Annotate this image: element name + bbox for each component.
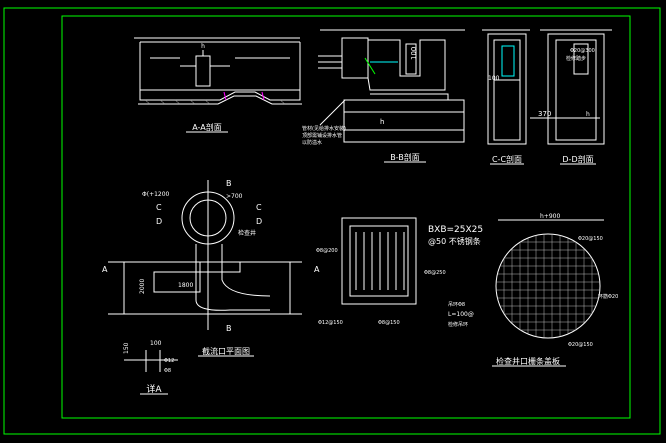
plan-label-a-left: A [102,265,108,274]
cover-dim-h900: h+900 [540,213,560,220]
plan-label-b-bottom: B [226,324,232,333]
drawing-frame-outer [3,7,661,435]
plan-gate-label: 检查井 [238,229,256,237]
detail-a: 100 150 Φ12 Φ8 详A [123,340,178,395]
cover-plate: h+900 Φ20@150 Φ20@150 环筋Φ20 吊环Φ8 L=100@ … [448,213,618,367]
plan-label-c-left: C [156,203,162,212]
grate-rebar-3: Φ12@150 [318,320,343,326]
cc-title: C-C剖面 [492,154,522,164]
detail-phi12: Φ12 [164,358,174,364]
plan-label-d-left: D [156,217,162,226]
drawing-frame-inner [61,15,631,419]
bb-note-2: 顶部需铺设排水管 [302,132,342,139]
section-dd: Φ20@300 检修踏步 370 h D-D剖面 [530,29,612,165]
plan-dim-1800: 1800 [178,282,193,289]
dd-dim-h: h [586,111,590,118]
bb-dim-h: h [380,118,384,126]
bb-title: B-B剖面 [390,152,420,162]
plan-label-c-right: C [256,203,262,212]
cc-dim-100: 100 [488,75,500,82]
grate-rebar-1: Φ8@200 [316,248,338,254]
cover-title: 检查井口栅条盖板 [496,356,560,366]
detail-phi8: Φ8 [164,368,171,374]
grate-spec: BXB=25X25 [428,225,483,235]
bb-note-1: 管材(见给排水安装) [302,125,346,132]
section-cc: 100 C-C剖面 [482,29,530,165]
plan-dim-2000: 2000 [139,279,146,294]
dd-rebar: Φ20@300 [570,48,595,54]
dd-title: D-D剖面 [562,154,593,164]
bb-dim-100: 100 [410,47,418,60]
aa-dim-h: h [201,43,205,50]
plan-label-a-right: A [314,265,320,274]
grate-rebar-2: Φ8@250 [424,270,446,276]
plan-view: B B A A C D C D Φ(+1200 >700 检查井 1800 20… [102,179,320,357]
detail-title: 详A [146,383,162,395]
cover-ring: 环筋Φ20 [598,293,618,300]
section-bb: 100 h 管材(见给排水安装) 顶部需铺设排水管 以防溢水 B-B剖面 [302,29,465,163]
dd-dim-370: 370 [538,110,551,118]
plan-title: 截流口平面图 [202,346,250,356]
aa-title: A-A剖面 [192,122,221,132]
cover-rebar-1: Φ20@150 [578,236,603,242]
detail-dim-150: 150 [123,342,130,354]
plan-dim-1200: Φ(+1200 [142,191,170,198]
grate-bar: @50 不锈钢条 [428,236,481,246]
cover-rebar-2: Φ20@150 [568,342,593,348]
section-aa: h A-A剖面 [134,37,302,133]
cover-note-3: 检修吊环 [448,321,468,328]
cover-note-2: L=100@ [448,311,474,318]
grate-plan: BXB=25X25 @50 不锈钢条 Φ8@200 Φ8@250 Φ12@150… [316,217,483,326]
cover-note-1: 吊环Φ8 [448,302,465,308]
bb-note-3: 以防溢水 [302,139,322,146]
plan-dim-700: >700 [226,193,243,200]
plan-label-d-right: D [256,217,262,226]
dd-note: 检修踏步 [566,55,586,62]
plan-label-b-top: B [226,179,232,188]
grate-rebar-4: Φ8@150 [378,320,400,326]
detail-dim-100: 100 [150,340,162,347]
